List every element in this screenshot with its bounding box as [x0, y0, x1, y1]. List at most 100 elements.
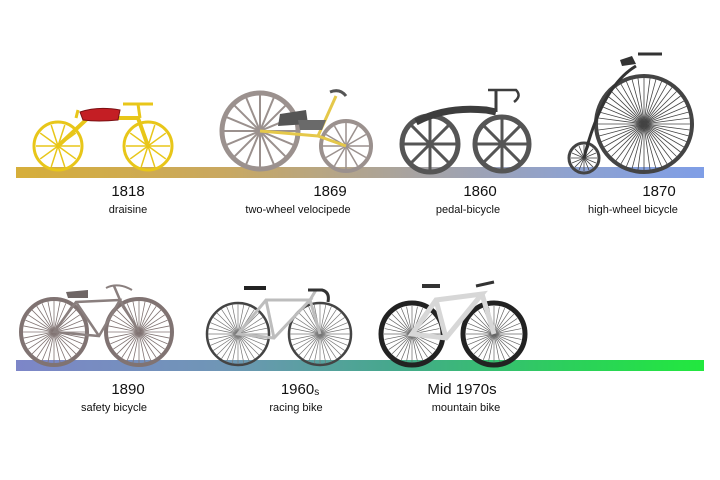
wheel-spoke	[470, 333, 495, 350]
wheel-spoke	[493, 307, 506, 335]
wheel-spoke	[138, 331, 165, 350]
wheel-spoke	[388, 333, 413, 350]
wheel-spoke	[147, 124, 156, 147]
wheel-spoke	[226, 130, 261, 146]
wheel-spoke	[28, 314, 55, 333]
wheel-spoke	[245, 97, 261, 132]
year-racing-bike: 1960s	[230, 381, 370, 398]
wheel-spoke	[259, 104, 287, 132]
wheel-spoke	[23, 325, 55, 333]
wheel-spoke	[221, 308, 239, 335]
wheel-spoke	[53, 301, 61, 333]
wheel-spoke	[325, 145, 347, 159]
wheel-spoke	[643, 91, 677, 125]
wheel-spoke	[129, 145, 149, 160]
wheel-spoke	[25, 331, 55, 345]
wheel-spoke	[493, 333, 500, 362]
wheel-spoke	[493, 313, 515, 335]
wheel-spoke	[237, 333, 255, 360]
wheel-spoke	[478, 333, 495, 358]
wheel-spoke	[599, 123, 645, 137]
wheel-spoke	[57, 145, 77, 160]
wheel-spoke	[345, 133, 367, 147]
wheel-spoke	[643, 78, 651, 125]
wheel-spoke	[53, 319, 83, 333]
wheel-spoke	[138, 309, 162, 333]
label-velocipede: two-wheel velocipede	[245, 204, 351, 216]
wheel-spoke	[208, 327, 239, 335]
wheel-spoke	[410, 124, 432, 146]
wheel-spoke	[47, 331, 55, 363]
wheel-spoke	[583, 152, 597, 159]
wheel-spoke	[138, 331, 152, 361]
wheel-spoke	[110, 319, 140, 333]
wheel-spoke	[333, 125, 347, 147]
wheel-spoke	[132, 331, 140, 363]
wheel-spoke	[601, 123, 645, 142]
wheel-spoke	[493, 333, 506, 361]
wheel-spoke	[643, 95, 681, 125]
wheel-spoke	[626, 81, 645, 125]
wheel-spoke	[473, 333, 495, 355]
wheel-spoke	[615, 87, 645, 125]
wheel-spoke	[147, 145, 167, 160]
wheel-spoke	[294, 333, 321, 351]
wheel-spoke	[396, 310, 413, 335]
wheel-spoke	[620, 123, 645, 165]
wheel-spoke	[578, 157, 585, 171]
wheel-spoke	[31, 309, 55, 333]
year-racing-main: 1960	[280, 381, 315, 398]
wheel-spoke	[57, 145, 66, 168]
wheel-spoke	[599, 111, 645, 125]
wheel-spoke	[574, 157, 585, 168]
wheel-spoke	[500, 142, 521, 163]
wheel-spoke	[216, 312, 239, 335]
wheel-spoke	[132, 301, 140, 333]
wheel-spoke	[319, 304, 327, 335]
wheel-spoke	[113, 314, 140, 333]
wheel-spoke	[226, 306, 239, 335]
wheel-spoke	[47, 301, 55, 333]
wheel-spoke	[319, 322, 348, 335]
wheel-spoke	[574, 148, 585, 159]
wheel-spoke	[233, 130, 261, 158]
wheel-spoke	[643, 123, 687, 142]
wheel-spoke	[259, 97, 275, 132]
wheel-spoke	[319, 333, 350, 341]
wheel-spoke	[643, 123, 689, 137]
wheel-spoke	[493, 333, 521, 346]
wheel-spoke	[298, 312, 321, 335]
high-wheel-illustration	[567, 52, 694, 175]
wheel-spoke	[470, 318, 495, 335]
velocipede-illustration	[219, 89, 373, 173]
year-mountain-bike: Mid 1970s	[427, 381, 497, 398]
wheel-spoke	[400, 333, 413, 361]
wheel-spoke	[643, 117, 690, 125]
wheel-spoke	[25, 319, 55, 333]
wheel-spoke	[391, 313, 413, 335]
wheel-spoke	[108, 325, 140, 333]
wheel-spoke	[466, 328, 495, 335]
wheel-spoke	[384, 328, 413, 335]
pedal-bicycle-illustration	[399, 88, 532, 175]
wheel-spoke	[140, 145, 149, 168]
wheel-spoke	[23, 331, 55, 339]
wheel-spoke	[493, 328, 522, 335]
wheel-spoke	[607, 123, 645, 153]
wheel-spoke	[598, 117, 645, 125]
wheel-spoke	[493, 333, 510, 358]
wheel-spoke	[28, 331, 55, 350]
wheel-spoke	[237, 333, 245, 364]
wheel-spoke	[643, 100, 685, 125]
wheel-spoke	[626, 123, 645, 167]
wheel-spoke	[406, 333, 413, 362]
wheel-spoke	[216, 333, 239, 356]
wheel-spoke	[345, 125, 359, 147]
wheel-spoke	[493, 318, 518, 335]
wheel-spoke	[500, 125, 521, 146]
safety-bicycle-illustration	[19, 284, 174, 367]
wheel-spoke	[428, 124, 450, 146]
wheel-spoke	[643, 123, 681, 153]
wheel-spoke	[411, 333, 418, 362]
wheel-spoke	[631, 123, 645, 169]
